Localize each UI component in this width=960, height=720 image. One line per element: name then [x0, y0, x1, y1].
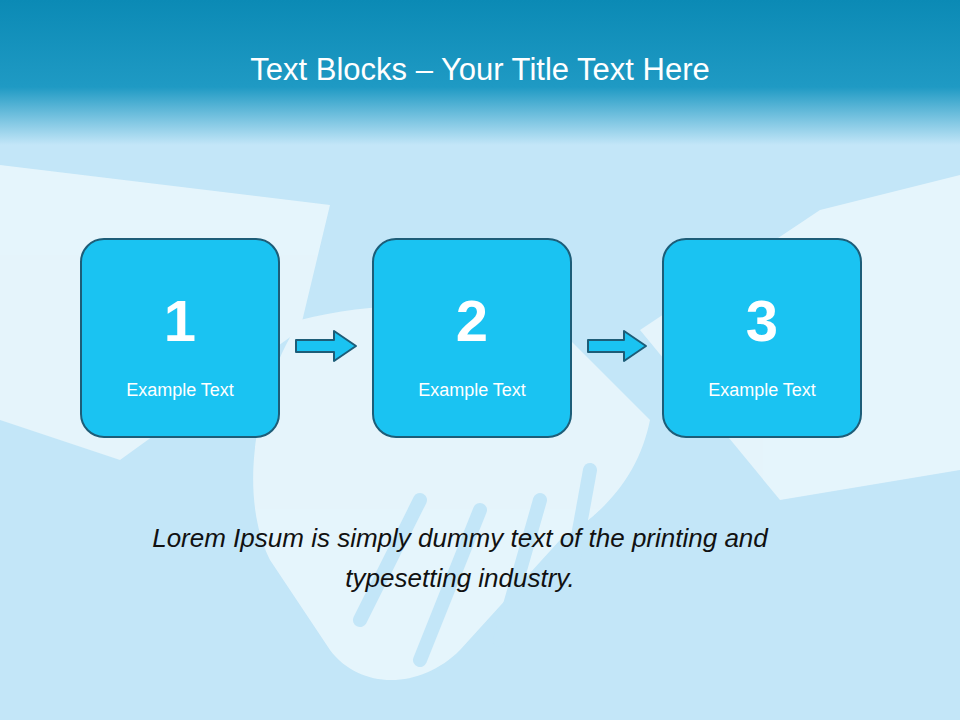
- step-text: Example Text: [126, 380, 234, 402]
- step-text: Example Text: [418, 380, 526, 402]
- step-text: Example Text: [708, 380, 816, 402]
- caption-note: Lorem Ipsum is simply dummy text of the …: [110, 518, 810, 598]
- step-number: 3: [746, 292, 778, 350]
- block-arrow: [588, 331, 646, 361]
- step-box: 1Example Text: [80, 238, 280, 438]
- step-number: 1: [164, 292, 196, 350]
- step-number: 2: [456, 292, 488, 350]
- block-arrow: [296, 331, 356, 361]
- slide-title: Text Blocks – Your Title Text Here: [0, 52, 960, 88]
- step-box: 3Example Text: [662, 238, 862, 438]
- step-box: 2Example Text: [372, 238, 572, 438]
